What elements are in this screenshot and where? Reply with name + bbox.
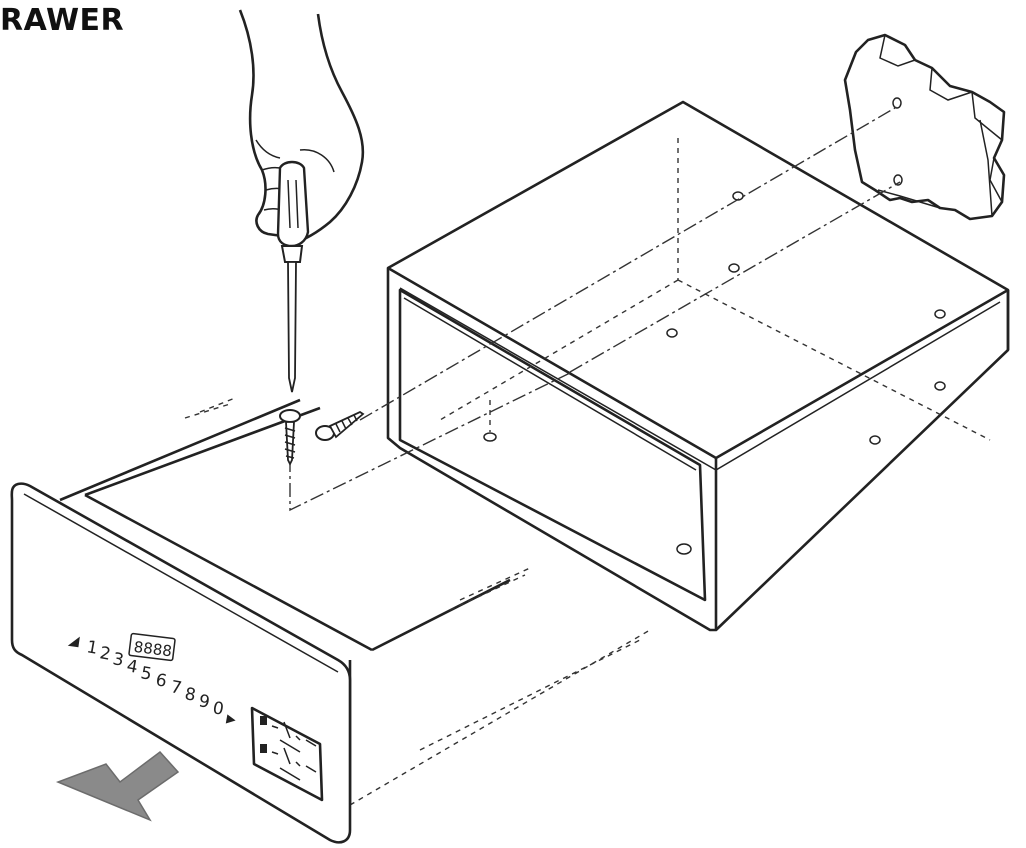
safe-body	[386, 100, 1010, 632]
keypad: ◢ 1 2 3 4 5 6 7 8 9 0 ▶	[67, 632, 237, 727]
instruction-label-plate	[250, 706, 324, 802]
hand-holding-screwdriver-icon	[238, 9, 365, 393]
keypad-key-1: 1	[85, 637, 99, 659]
alignment-lines	[289, 104, 901, 512]
keypad-key-0: 0	[211, 698, 225, 720]
keypad-key-2: 2	[98, 643, 112, 665]
screw-icon	[315, 410, 365, 441]
enter-key-icon: ▶	[225, 711, 237, 727]
pull-out-arrow-icon	[55, 750, 180, 822]
keypad-key-5: 5	[139, 663, 153, 685]
keypad-key-7: 7	[169, 677, 183, 699]
drawer: 8888 ◢ 1 2 3 4 5 6 7 8 9 0 ▶	[10, 397, 651, 844]
lock-key-icon: ◢	[67, 632, 80, 649]
keypad-key-6: 6	[154, 670, 168, 692]
keypad-display: 8888	[128, 632, 176, 662]
keypad-key-3: 3	[111, 649, 125, 671]
screw-icon	[279, 409, 301, 467]
keypad-key-8: 8	[183, 684, 197, 706]
keypad-key-4: 4	[125, 656, 139, 678]
wall-fragment-icon	[843, 33, 1006, 221]
page-title: RAWER	[0, 3, 125, 38]
unlock-icon	[260, 744, 267, 753]
display-digits: 8888	[133, 638, 173, 661]
keypad-key-9: 9	[197, 691, 211, 713]
lock-icon	[260, 716, 267, 725]
